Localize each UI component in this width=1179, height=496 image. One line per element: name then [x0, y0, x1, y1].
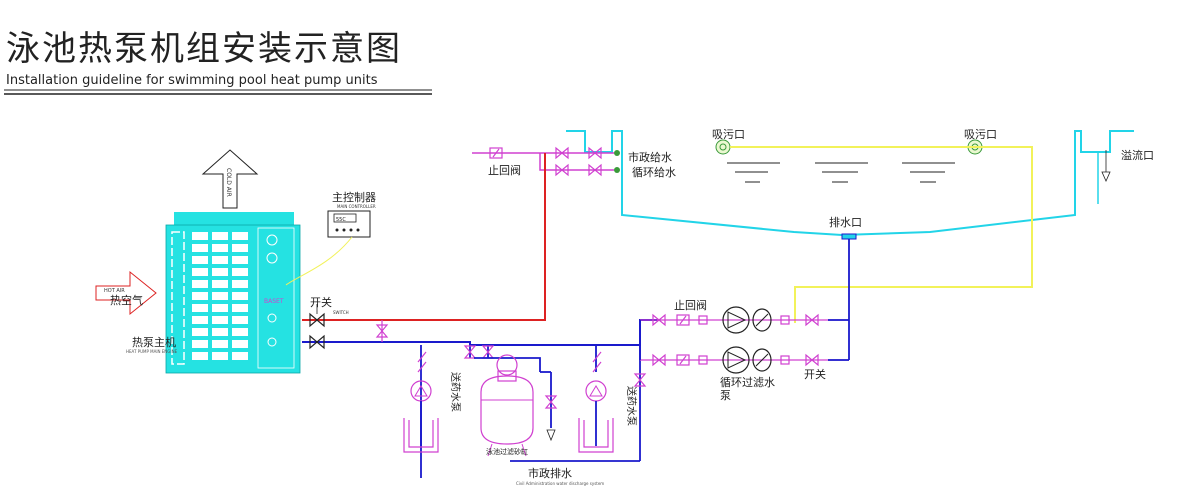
sand-filter-tank	[464, 345, 541, 457]
hot-air-arrow: HOT AIR	[95, 270, 157, 316]
dosing-branch-right	[578, 345, 614, 453]
overflow-label: 溢流口	[1121, 148, 1154, 162]
switch-en-label: SWITCH	[333, 310, 349, 315]
hot-air-label: 热空气	[110, 293, 143, 307]
circ-motor-bottom	[752, 348, 772, 372]
overflow-marker	[1101, 150, 1111, 182]
filter-drain-line	[510, 345, 641, 462]
circ-union-top-1	[698, 315, 708, 325]
main-controller-device: 55C	[327, 210, 371, 238]
svg-text:COLD AIR: COLD AIR	[225, 168, 232, 197]
circ-filter-pump-label-a: 循环过滤水	[720, 376, 775, 389]
circ-filter-pump-label-b: 泵	[720, 389, 731, 402]
main-controller-en-label: MAIN CONTROLLER	[337, 204, 376, 209]
main-controller-label: 主控制器	[332, 190, 376, 204]
dosing-branch-left	[403, 345, 439, 478]
switch-top-label: 开关	[310, 295, 332, 309]
heat-pump-unit: BASET	[165, 212, 301, 374]
heat-pump-main-en-label: HEAT PUMP MAIN ENGINE	[126, 349, 178, 354]
mid-check-valve-label: 止回阀	[674, 298, 707, 312]
heat-pump-main-label: 热泵主机	[132, 335, 176, 349]
drain-outlet-label: 排水口	[829, 215, 862, 229]
sewage-suction-left	[715, 139, 731, 155]
circulation-water-supply-label: 循环给水	[632, 166, 676, 179]
exhaust-up-arrow: COLD AIR	[201, 149, 259, 209]
sand-filter-label: 泳池过滤砂缸	[486, 447, 528, 456]
baset-label: BASET	[264, 298, 284, 305]
circ-motor-top	[752, 308, 772, 332]
dosing-pump-left-label: 送药水泵	[449, 372, 462, 412]
water-level-marks	[727, 162, 955, 183]
municipal-water-supply-label: 市政给水	[628, 150, 672, 164]
switch-bottom-label: 开关	[804, 367, 826, 381]
supply-inlet-1	[614, 150, 620, 156]
municipal-drain-label: 市政排水	[528, 466, 572, 480]
controller-display: 55C	[336, 217, 346, 223]
drain-outlet-fitting	[841, 233, 857, 240]
circulation-pump-assembly	[639, 239, 850, 361]
top-check-valve-label: 止回阀	[488, 163, 521, 177]
title-en: Installation guideline for swimming pool…	[6, 73, 378, 88]
suction-line	[730, 146, 1033, 323]
circ-pump-top	[722, 306, 750, 334]
controller-cable	[285, 236, 353, 286]
sewage-suction-right-label: 吸污口	[964, 128, 997, 141]
main-return-pipe	[302, 319, 660, 346]
title-zh: 泳池热泵机组安装示意图	[6, 29, 402, 69]
circ-pump-bottom	[722, 346, 750, 374]
municipal-drain-en-label: Civil Administration water discharge sys…	[516, 481, 604, 486]
dosing-pump-right-label: 送药水泵	[625, 386, 638, 426]
sewage-suction-left-label: 吸污口	[712, 128, 745, 141]
hot-air-en-label: HOT AIR	[104, 288, 125, 294]
supply-inlet-2	[614, 167, 620, 173]
